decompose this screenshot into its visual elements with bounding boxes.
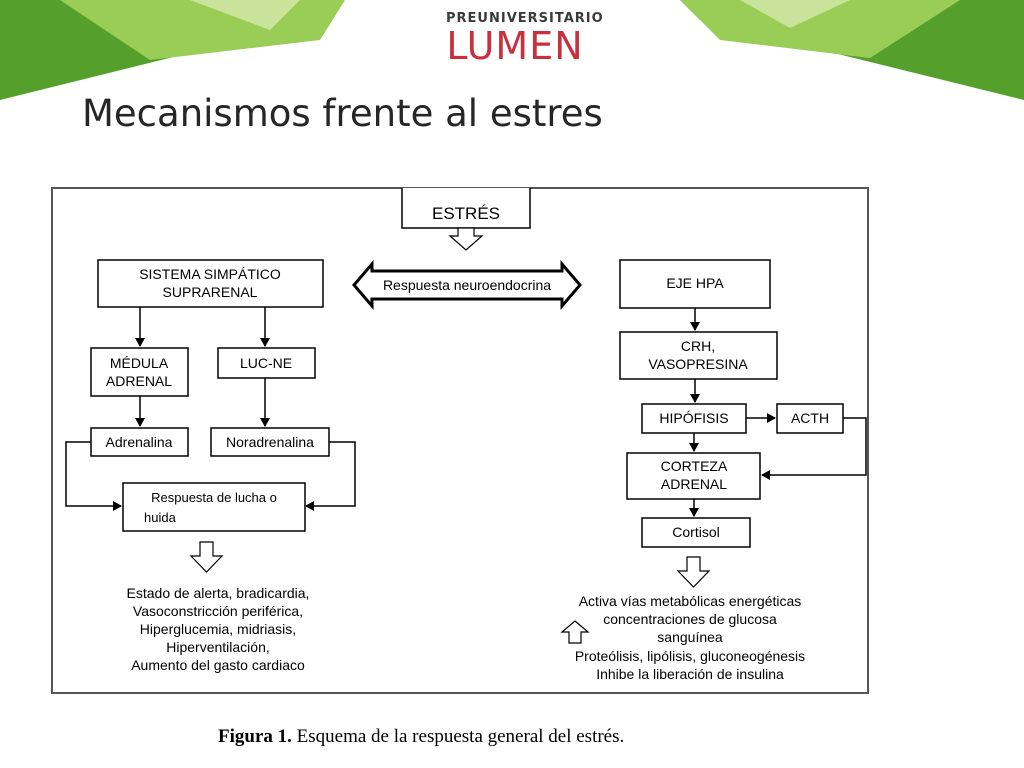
- adrenaline-label: Adrenalina: [106, 434, 173, 450]
- connector-noradrenaline-to-fight: [305, 441, 356, 511]
- right-effect-4: Proteólisis, lipólisis, gluconeogénesis: [575, 648, 805, 664]
- header-green-shape-right-light: [680, 0, 960, 58]
- crh-label-line1: CRH,: [681, 338, 715, 354]
- right-effect-1: Activa vías metabólicas energéticas: [579, 593, 802, 609]
- crh-label-line2: VASOPRESINA: [648, 356, 748, 372]
- right-effect-2: concentraciones de glucosa: [603, 611, 777, 627]
- noradrenaline-label: Noradrenalina: [226, 434, 314, 450]
- left-effect-2: Vasoconstricción periférica,: [133, 603, 303, 619]
- stress-label: ESTRÉS: [432, 204, 500, 223]
- logo-subtitle: PREUNIVERSITARIO: [446, 11, 604, 26]
- neuroendocrine-double-arrow: [352, 259, 582, 311]
- medulla-label-line1: MÉDULA: [110, 355, 169, 371]
- left-effect-1: Estado de alerta, bradicardia,: [127, 585, 310, 601]
- cortisol-down-arrow: [676, 556, 711, 588]
- right-effect-3: sanguínea: [657, 629, 723, 645]
- medulla-label-line2: ADRENAL: [106, 373, 172, 389]
- connector-acth-to-cortex: [761, 417, 867, 480]
- sns-box: [97, 259, 324, 308]
- sns-label-line1: SISTEMA SIMPÁTICO: [139, 266, 281, 282]
- sns-label-line2: SUPRARENAL: [163, 284, 258, 300]
- lucne-label: LUC-NE: [240, 355, 292, 371]
- left-effect-4: Hiperventilación,: [166, 639, 270, 655]
- crh-box: [619, 331, 778, 380]
- logo-wordmark: LUMEN: [446, 24, 584, 68]
- cortisol-label: Cortisol: [672, 524, 719, 540]
- figure-caption-label: Figura 1.: [218, 726, 292, 747]
- cortex-label-line2: ADRENAL: [661, 476, 727, 492]
- stress-down-arrow: [448, 227, 484, 251]
- left-effect-3: Hiperglucemia, midriasis,: [140, 621, 296, 637]
- figure-caption: Figura 1. Esquema de la respuesta genera…: [218, 726, 624, 748]
- header-decoration: [0, 0, 1024, 100]
- header-green-shape-left-pale: [190, 0, 300, 30]
- hpa-label: EJE HPA: [666, 275, 724, 291]
- right-effect-5: Inhibe la liberación de insulina: [596, 666, 784, 682]
- fight-down-arrow: [189, 541, 224, 573]
- header-green-shape-right-pale: [740, 0, 850, 28]
- acth-box: [776, 403, 844, 434]
- fight-flight-label-line1: Respuesta de lucha o: [151, 490, 277, 505]
- hypophysis-label: HIPÓFISIS: [659, 410, 728, 426]
- glucose-up-arrow: [560, 620, 590, 644]
- connector-adrenaline-to-fight: [65, 441, 122, 511]
- fight-flight-label-line2: huida: [144, 510, 177, 525]
- cortex-label-line1: CORTEZA: [661, 458, 728, 474]
- hpa-box: [619, 259, 771, 309]
- figure-caption-text: Esquema de la respuesta general del estr…: [291, 726, 625, 747]
- slide-title: Mecanismos frente al estres: [82, 92, 603, 135]
- cortex-box: [626, 452, 761, 500]
- medulla-box: [90, 347, 189, 397]
- left-effect-5: Aumento del gasto cardiaco: [131, 657, 305, 673]
- neuroendocrine-label: Respuesta neuroendocrina: [383, 277, 551, 293]
- cortisol-box: [641, 517, 751, 548]
- fight-flight-box: [122, 482, 306, 532]
- acth-label: ACTH: [791, 410, 829, 426]
- lucne-box: [217, 347, 316, 379]
